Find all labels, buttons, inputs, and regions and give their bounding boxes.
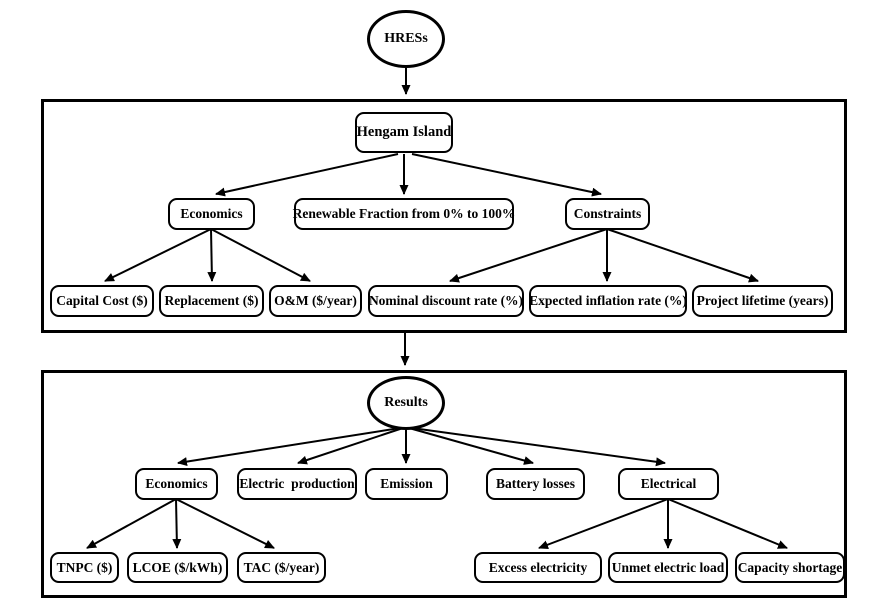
node-electrical: Electrical: [618, 468, 719, 500]
node-hengam-island: Hengam Island: [355, 112, 453, 153]
node-electric-production: Electric production: [237, 468, 357, 500]
node-lcoe: LCOE ($/kWh): [127, 552, 228, 583]
node-tac: TAC ($/year): [237, 552, 326, 583]
node-renewable-fraction: Renewable Fraction from 0% to 100%: [293, 198, 515, 230]
arrow-economics2-to-tnpc: [86, 498, 177, 549]
node-battery-losses: Battery losses: [486, 468, 585, 500]
node-nominal-discount-rate: Nominal discount rate (%): [368, 285, 524, 317]
node-replacement: Replacement ($): [159, 285, 264, 317]
node-capacity-shortage: Capacity shortage: [735, 552, 845, 583]
node-om: O&M ($/year): [269, 285, 362, 317]
arrow-hengam-to-economics1: [215, 153, 399, 197]
inputs-section-frame: [41, 99, 847, 333]
arrow-results-to-battery-losses: [408, 427, 534, 465]
node-excess-electricity: Excess electricity: [474, 552, 602, 583]
arrow-electrical-to-capacity: [667, 498, 788, 549]
node-expected-inflation-rate: Expected inflation rate (%): [529, 285, 687, 317]
arrow-economics2-to-tac: [175, 498, 275, 549]
node-emission: Emission: [365, 468, 448, 500]
arrow-electrical-to-excess: [538, 498, 669, 550]
node-capital-cost: Capital Cost ($): [50, 285, 154, 317]
node-hress: HRESs: [367, 10, 445, 68]
arrow-results-to-electric-production: [297, 427, 404, 465]
node-economics-results: Economics: [135, 468, 218, 500]
arrow-economics1-to-replacement: [207, 228, 217, 282]
arrow-economics1-to-capital: [104, 228, 212, 282]
node-project-lifetime: Project lifetime (years): [692, 285, 833, 317]
arrow-constraints-to-lifetime: [606, 228, 759, 283]
node-economics-inputs: Economics: [168, 198, 255, 230]
arrow-economics1-to-om: [210, 228, 311, 282]
arrow-economics2-to-lcoe: [172, 498, 182, 549]
arrow-results-to-electrical: [411, 427, 666, 467]
arrow-results-to-economics2: [177, 427, 401, 467]
arrow-constraints-to-nominal: [449, 228, 608, 283]
node-constraints: Constraints: [565, 198, 650, 230]
node-tnpc: TNPC ($): [50, 552, 119, 583]
results-section-frame: [41, 370, 847, 598]
node-unmet-electric-load: Unmet electric load: [608, 552, 728, 583]
node-results: Results: [367, 376, 445, 430]
arrow-hengam-to-constraints: [411, 153, 602, 197]
